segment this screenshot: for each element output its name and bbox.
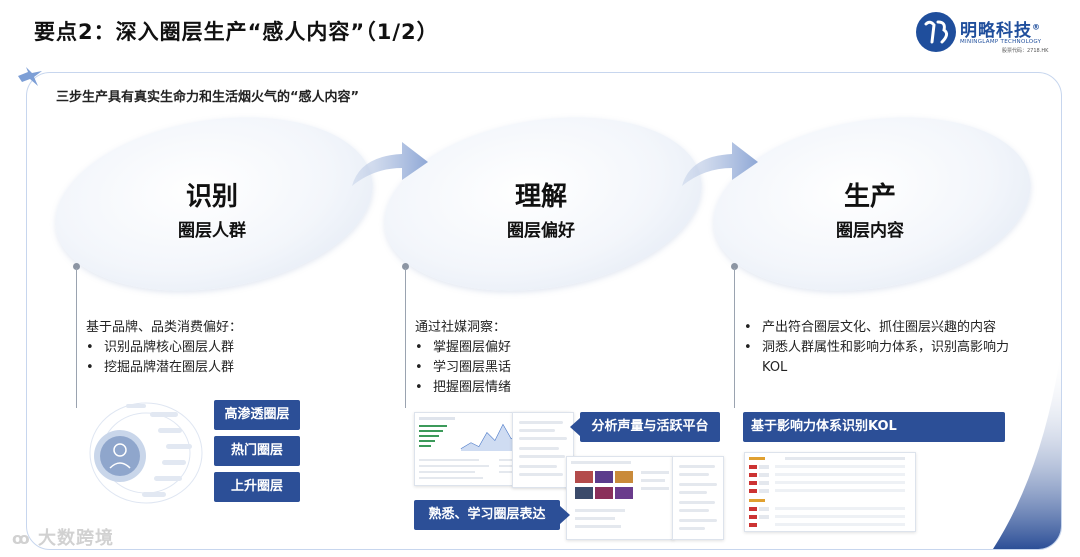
watermark: ꝏ 大数跨境	[12, 528, 114, 549]
layer-tag-rising: 上升圈层	[214, 472, 300, 502]
connector-line	[734, 268, 735, 408]
connector-dot	[731, 263, 738, 270]
description-bullet: •洞悉人群属性和影响力体系，识别高影响力KOL	[744, 340, 1010, 375]
description-bullet: 识别品牌核心圈层人群	[86, 338, 326, 358]
flow-arrow-icon	[682, 142, 758, 186]
stage-description-understand: 通过社媒洞察： 掌握圈层偏好 学习圈层黑话 把握圈层情绪	[415, 318, 655, 398]
tag-learn-expression: 熟悉、学习圈层表达	[414, 500, 560, 530]
flow-arrow-icon	[352, 142, 428, 186]
kol-table-thumbnail	[744, 452, 916, 532]
stage-subtitle-produce: 圈层内容	[836, 221, 904, 241]
tag-pointer-icon	[570, 418, 580, 436]
connector-line	[76, 268, 77, 408]
stage-subtitle-understand: 圈层偏好	[507, 221, 575, 241]
stage-description-produce: 产出符合圈层文化、抓住圈层兴趣的内容 •洞悉人群属性和影响力体系，识别高影响力K…	[744, 318, 1024, 378]
layer-tag-high-penetration: 高渗透圈层	[214, 400, 300, 430]
chat-thread-thumbnail	[672, 456, 724, 540]
connector-dot	[73, 263, 80, 270]
audience-person-graphic	[89, 402, 203, 504]
section-subtitle: 三步生产具有真实生命力和生活烟火气的“感人内容”	[56, 90, 360, 105]
layer-tag-hot: 热门圈层	[214, 436, 300, 466]
social-posts-grid-icon	[571, 461, 669, 528]
comments-thumbnail	[512, 412, 574, 488]
bird-icon	[18, 67, 42, 86]
tag-kol-identify: 基于影响力体系识别KOL	[743, 412, 1005, 442]
watermark-logo-icon: ꝏ	[12, 529, 31, 548]
description-bullet: 挖掘品牌潜在圈层人群	[86, 358, 326, 378]
logo-english: MININGLAMP TECHNOLOGY	[960, 39, 1042, 45]
description-bullet: 学习圈层黑话	[415, 358, 655, 378]
page-title: 要点2：深入圈层生产“感人内容”（1/2）	[34, 20, 439, 44]
stage-description-identify: 基于品牌、品类消费偏好： 识别品牌核心圈层人群 挖掘品牌潜在圈层人群	[86, 318, 326, 378]
kol-table-icon	[749, 457, 905, 527]
panel-corner-accent	[993, 351, 1061, 549]
stage-title-understand: 理解	[514, 182, 567, 212]
logo-name: 明略科技®	[960, 21, 1041, 41]
tag-analyze-platform: 分析声量与活跃平台	[580, 412, 720, 442]
company-logo: 明略科技® MININGLAMP TECHNOLOGY 股票代码：2718.HK	[916, 10, 1056, 60]
connector-line	[405, 268, 406, 408]
connector-dot	[402, 263, 409, 270]
description-bullet: 产出符合圈层文化、抓住圈层兴趣的内容	[744, 318, 1024, 338]
description-intro: 基于品牌、品类消费偏好：	[86, 320, 243, 335]
description-bullet: 把握圈层情绪	[415, 378, 655, 398]
social-posts-thumbnail	[566, 456, 674, 540]
logo-stock-code: 股票代码：2718.HK	[1002, 48, 1049, 54]
logo-mark-icon	[916, 12, 956, 52]
stage-title-identify: 识别	[185, 182, 238, 212]
stage-title-produce: 生产	[843, 182, 896, 212]
description-intro: 通过社媒洞察：	[415, 320, 507, 335]
stage-subtitle-identify: 圈层人群	[178, 221, 246, 241]
tag-pointer-icon	[560, 506, 570, 524]
description-bullet: 掌握圈层偏好	[415, 338, 655, 358]
